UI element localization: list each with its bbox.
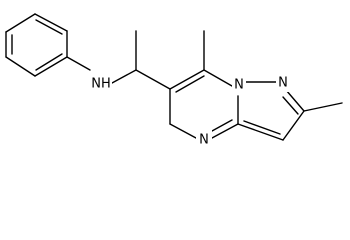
bond-phenyl-nh — [66, 56, 91, 71]
bridgehead-nitrogen-label: N — [234, 78, 244, 93]
molecule-structure-diagram: NH N N N — [5, 13, 343, 148]
bridgehead-nitrogen-atom: N — [232, 76, 246, 94]
bond-c3a-n4-inner — [211, 119, 233, 132]
bond-c3-c3a — [237, 123, 284, 141]
bond-phenyl-5 — [34, 56, 68, 77]
amine-label: NH — [91, 77, 111, 92]
bond-c2-methyl — [303, 102, 343, 112]
bond-phenyl-5-inner — [35, 53, 63, 71]
bond-c3a-n4 — [211, 123, 239, 139]
bond-c6-c7-inner — [175, 75, 205, 93]
bond-phenyl-3 — [34, 13, 68, 32]
bond-phenyl-3-inner — [35, 19, 63, 35]
bond-c6-c7 — [169, 69, 205, 90]
bond-c2-c3 — [282, 110, 305, 141]
bond-n4-c5 — [169, 123, 197, 139]
bond-ch-c6 — [135, 69, 171, 90]
bonds-group — [5, 13, 343, 141]
pyrimidine-nitrogen-label: N — [199, 133, 209, 148]
pyrazole-nitrogen-atom: N — [276, 74, 290, 92]
bond-c7-n7a — [203, 69, 233, 87]
bond-c3-c3a-inner — [243, 120, 281, 135]
atom-labels-group: NH N N N — [90, 74, 290, 148]
bond-n1-c2-inner — [282, 96, 299, 115]
bond-phenyl-2 — [5, 13, 36, 33]
amine-atom: NH — [90, 74, 112, 92]
pyrazole-nitrogen-label: N — [278, 76, 288, 91]
pyrimidine-nitrogen-atom: N — [196, 130, 212, 148]
bond-nh-ch — [111, 69, 137, 84]
bond-n1-c2 — [285, 89, 305, 112]
bond-phenyl-6 — [5, 56, 36, 77]
